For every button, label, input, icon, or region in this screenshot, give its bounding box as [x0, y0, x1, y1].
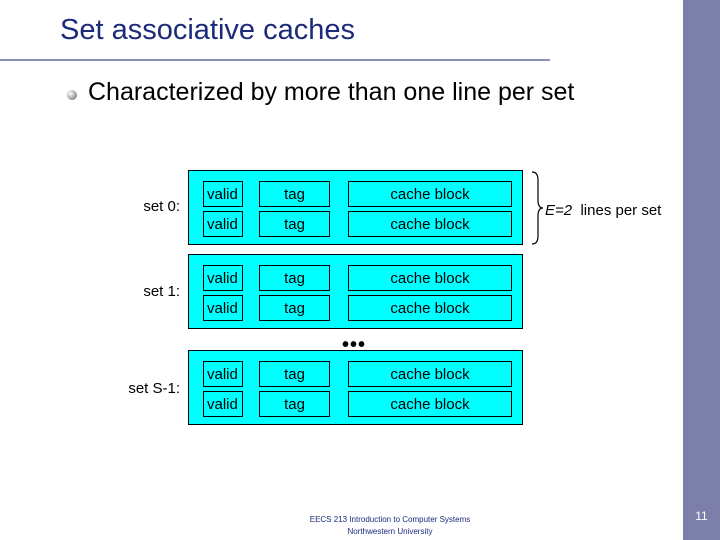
bullet-icon — [67, 90, 77, 100]
slide-title: Set associative caches — [60, 14, 355, 46]
e-variable: E — [545, 202, 556, 219]
footer-course: EECS 213 Introduction to Computer System… — [309, 515, 471, 524]
tag-cell: tag — [259, 265, 330, 291]
cache-block-cell: cache block — [348, 361, 512, 387]
cache-block-cell: cache block — [348, 391, 512, 417]
cache-set-s-1: valid tag cache block valid tag cache bl… — [188, 350, 523, 425]
footer: EECS 213 Introduction to Computer System… — [270, 514, 510, 538]
cache-block-cell: cache block — [348, 265, 512, 291]
set-0-label: set 0: — [143, 198, 180, 215]
slide-side-bar — [683, 0, 720, 540]
cache-set-0: valid tag cache block valid tag cache bl… — [188, 170, 523, 245]
footer-university: Northwestern University — [347, 527, 433, 536]
lines-per-set-text: lines per set — [580, 202, 662, 219]
tag-cell: tag — [259, 211, 330, 237]
cache-set-1: valid tag cache block valid tag cache bl… — [188, 254, 523, 329]
valid-bit-cell: valid — [203, 181, 243, 207]
tag-cell: tag — [259, 181, 330, 207]
title-underline — [0, 59, 550, 61]
e-value: =2 — [555, 202, 573, 219]
tag-cell: tag — [259, 361, 330, 387]
valid-bit-cell: valid — [203, 295, 243, 321]
valid-bit-cell: valid — [203, 211, 243, 237]
lines-per-set-label: E=2 lines per set — [545, 202, 661, 219]
cache-block-cell: cache block — [348, 295, 512, 321]
valid-bit-cell: valid — [203, 265, 243, 291]
page-number: 11 — [695, 509, 708, 523]
set-1-label: set 1: — [143, 283, 180, 300]
tag-cell: tag — [259, 391, 330, 417]
curly-brace-icon — [531, 171, 544, 245]
bullet-text: Characterized by more than one line per … — [88, 78, 575, 106]
valid-bit-cell: valid — [203, 361, 243, 387]
set-s-1-label: set S-1: — [128, 380, 180, 397]
valid-bit-cell: valid — [203, 391, 243, 417]
cache-block-cell: cache block — [348, 181, 512, 207]
tag-cell: tag — [259, 295, 330, 321]
cache-block-cell: cache block — [348, 211, 512, 237]
